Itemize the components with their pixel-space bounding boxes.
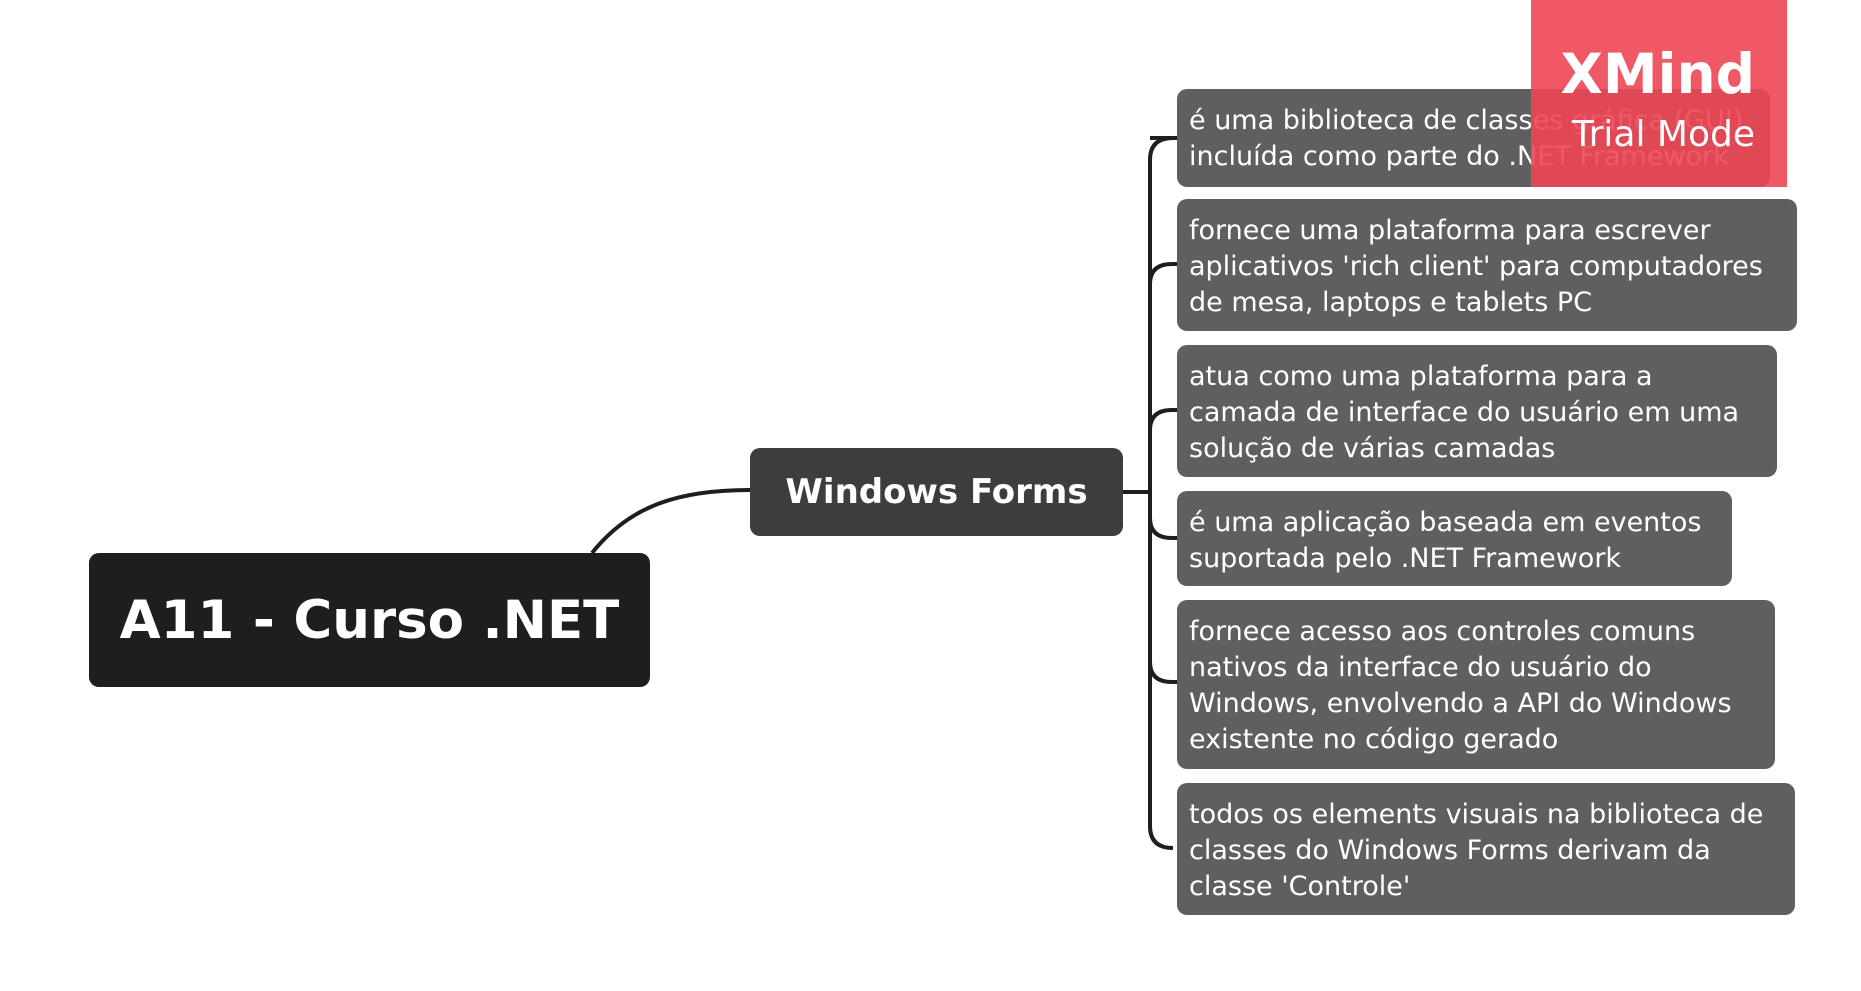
branch-connector-5 xyxy=(1148,661,1177,684)
subtopic-6-line-3: classe 'Controle' xyxy=(1189,871,1411,902)
root-to-topic-connector xyxy=(590,488,751,555)
subtopic-2-line-3: de mesa, laptops e tablets PC xyxy=(1189,287,1593,318)
subtopic-2-line-2: aplicativos 'rich client' para computado… xyxy=(1189,251,1763,282)
branch-connector-2 xyxy=(1148,262,1177,285)
subtopic-5-line-1: fornece acesso aos controles comuns xyxy=(1189,616,1696,647)
subtopic-5-line-2: nativos da interface do usuário do xyxy=(1189,652,1652,683)
subtopic-3[interactable]: atua como uma plataforma para a camada d… xyxy=(1177,345,1777,477)
root-topic-label: A11 - Curso .NET xyxy=(119,589,620,651)
subtopic-4-line-2: suportada pelo .NET Framework xyxy=(1189,543,1622,574)
subtopic-5-line-4: existente no código gerado xyxy=(1189,724,1559,755)
subtopic-2-line-1: fornece uma plataforma para escrever xyxy=(1189,215,1711,246)
root-topic[interactable]: A11 - Curso .NET xyxy=(89,553,650,687)
subtopic-3-line-2: camada de interface do usuário em uma xyxy=(1189,397,1740,428)
subtopic-6-line-1: todos os elements visuais na biblioteca … xyxy=(1189,799,1764,830)
branch-connector-3 xyxy=(1148,408,1177,431)
subtopic-5-line-3: Windows, envolvendo a API do Windows xyxy=(1189,688,1732,719)
subtopic-2[interactable]: fornece uma plataforma para escrever apl… xyxy=(1177,199,1797,331)
main-topic-label: Windows Forms xyxy=(785,472,1088,512)
subtopic-6-line-2: classes do Windows Forms derivam da xyxy=(1189,835,1711,866)
watermark-mode: Trial Mode xyxy=(1571,114,1755,155)
main-topic-windows-forms[interactable]: Windows Forms xyxy=(750,448,1123,536)
subtopic-4-line-1: é uma aplicação baseada em eventos xyxy=(1189,507,1702,538)
subtopic-trunk xyxy=(1148,136,1174,850)
branch-connector-4 xyxy=(1148,517,1177,540)
subtopic-3-line-1: atua como uma plataforma para a xyxy=(1189,361,1653,392)
subtopic-4[interactable]: é uma aplicação baseada em eventos supor… xyxy=(1177,491,1732,586)
watermark-brand: XMind xyxy=(1560,42,1755,106)
xmind-trial-watermark: XMind Trial Mode xyxy=(1531,0,1787,187)
subtopic-3-line-3: solução de várias camadas xyxy=(1189,433,1556,464)
subtopic-5[interactable]: fornece acesso aos controles comuns nati… xyxy=(1177,600,1775,769)
subtopic-6[interactable]: todos os elements visuais na biblioteca … xyxy=(1177,783,1795,915)
